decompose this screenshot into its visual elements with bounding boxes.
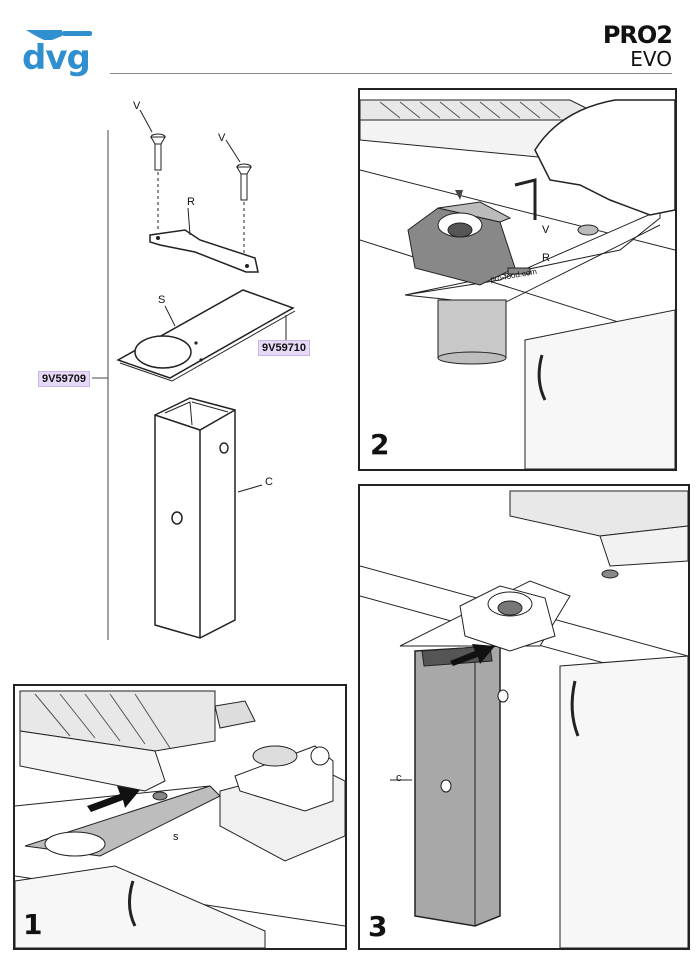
brand-logo: dvg: [22, 22, 102, 82]
step-2-illustration: [360, 99, 675, 469]
plate-label: S: [158, 294, 166, 306]
model-title: PRO2 EVO: [602, 21, 673, 71]
portafilter-icon: [26, 30, 92, 40]
model-name: PRO2: [602, 21, 673, 49]
bracket-label: R: [187, 196, 195, 208]
brand-name: dvg: [22, 38, 91, 78]
exploded-view: V V R S 9V59710 9V59709 C: [0, 80, 350, 660]
screw-label: V: [133, 100, 141, 112]
step-3-illustration: [360, 490, 688, 948]
step-1-illustration: [15, 690, 345, 948]
plate-label: s: [173, 831, 179, 843]
step-number: 3: [368, 910, 388, 943]
bracket-label: R: [542, 252, 550, 264]
column-label: c: [396, 772, 402, 784]
step-1-panel: s 1: [13, 684, 347, 950]
screw-icon: [150, 133, 252, 201]
kit-part-code: 9V59709: [38, 371, 91, 387]
step-2-panel: pro-food.com V R 2: [358, 88, 677, 471]
plate-part-code: 9V59710: [258, 340, 311, 356]
model-variant: EVO: [630, 47, 672, 71]
column-label: C: [265, 476, 273, 488]
screw-label: V: [218, 132, 226, 144]
exploded-drawing: [92, 109, 296, 640]
step-number: 1: [23, 908, 43, 941]
header-divider: [110, 73, 672, 74]
screw-label: V: [542, 224, 550, 236]
step-number: 2: [370, 428, 390, 461]
step-3-panel: c 3: [358, 484, 690, 950]
